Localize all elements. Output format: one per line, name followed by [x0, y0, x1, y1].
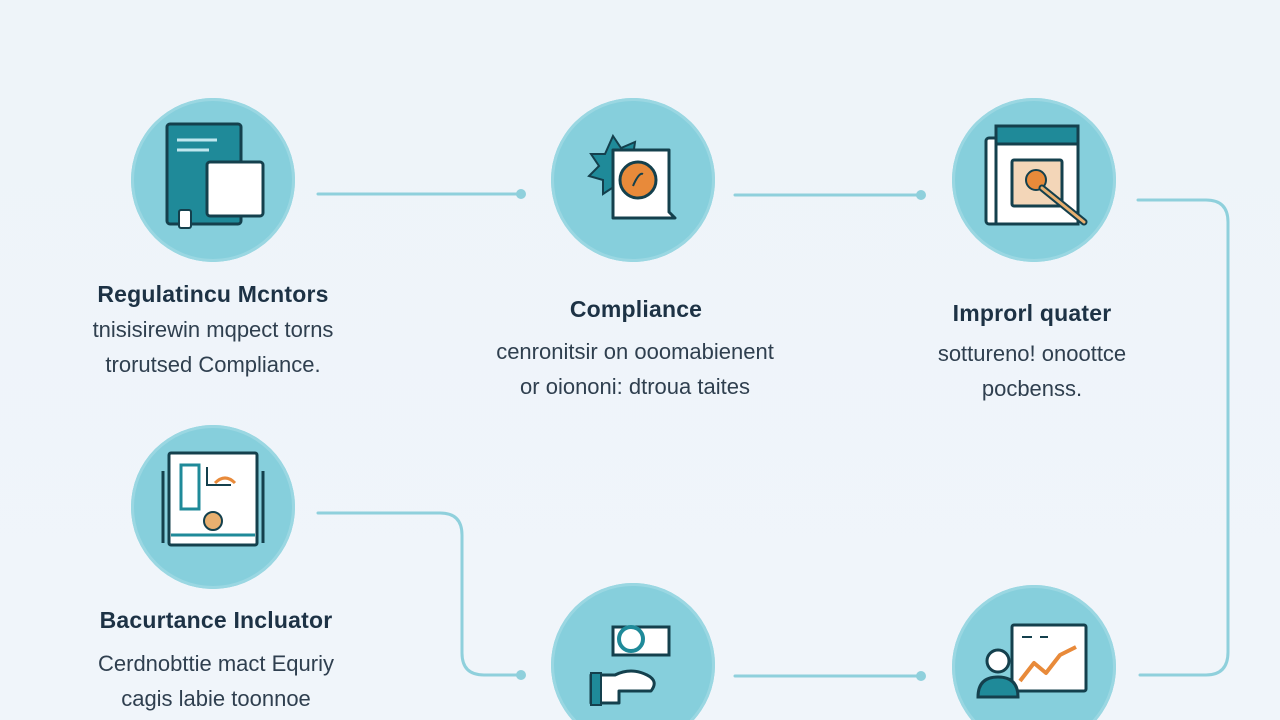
step-1-desc-line-1: tnisisirewin mqpect torns	[92, 317, 334, 342]
step-2-desc-line-2: or oiononi: dtroua taites	[520, 374, 750, 399]
presentation-chart-icon	[976, 623, 1088, 699]
connector-dot	[916, 671, 926, 681]
step-1-desc-line-2: trorutsed Compliance.	[105, 352, 321, 377]
step-3-desc-line-1: sottureno! onoottce	[937, 341, 1127, 366]
connector-dot	[516, 670, 526, 680]
step-1-title: Regulatincu Mcntors	[97, 281, 329, 307]
inspection-tool-icon	[984, 124, 1088, 226]
step-2-desc-line-1: cenronitsir on ooomabienent	[496, 339, 774, 364]
step-2-circle	[551, 98, 715, 262]
step-4-title: Bacurtance Incluator	[99, 607, 333, 633]
step-3-desc-line-2: pocbenss.	[981, 376, 1083, 401]
blueprint-board-icon	[161, 451, 265, 547]
step-3-circle	[952, 98, 1116, 262]
connector-dot	[916, 190, 926, 200]
step-3-title: Improrl quater	[952, 300, 1112, 326]
step-1-description: tnisisirewin mqpect torns trorutsed Comp…	[33, 312, 393, 382]
connector-3-6	[1136, 198, 1230, 677]
step-2-title: Compliance	[569, 296, 703, 322]
connector-dot	[516, 189, 526, 199]
step-4-desc-line-1: Cerdnobttie mact Equriy	[98, 651, 334, 676]
step-3-description: sottureno! onoottce pocbenss.	[852, 336, 1212, 406]
step-6-circle	[952, 585, 1116, 720]
step-4-desc-line-2: cagis labie toonnoe	[121, 686, 311, 711]
certificate-seal-icon	[587, 133, 677, 220]
document-stack-icon	[165, 122, 265, 229]
step-4-circle	[131, 425, 295, 589]
handshake-icon	[589, 625, 671, 706]
step-5-circle	[551, 583, 715, 720]
connector-4-5	[316, 511, 520, 677]
step-4-description: Cerdnobttie mact Equriy cagis labie toon…	[36, 646, 396, 716]
step-2-description: cenronitsir on ooomabienent or oiononi: …	[455, 334, 815, 404]
step-1-circle	[131, 98, 295, 262]
